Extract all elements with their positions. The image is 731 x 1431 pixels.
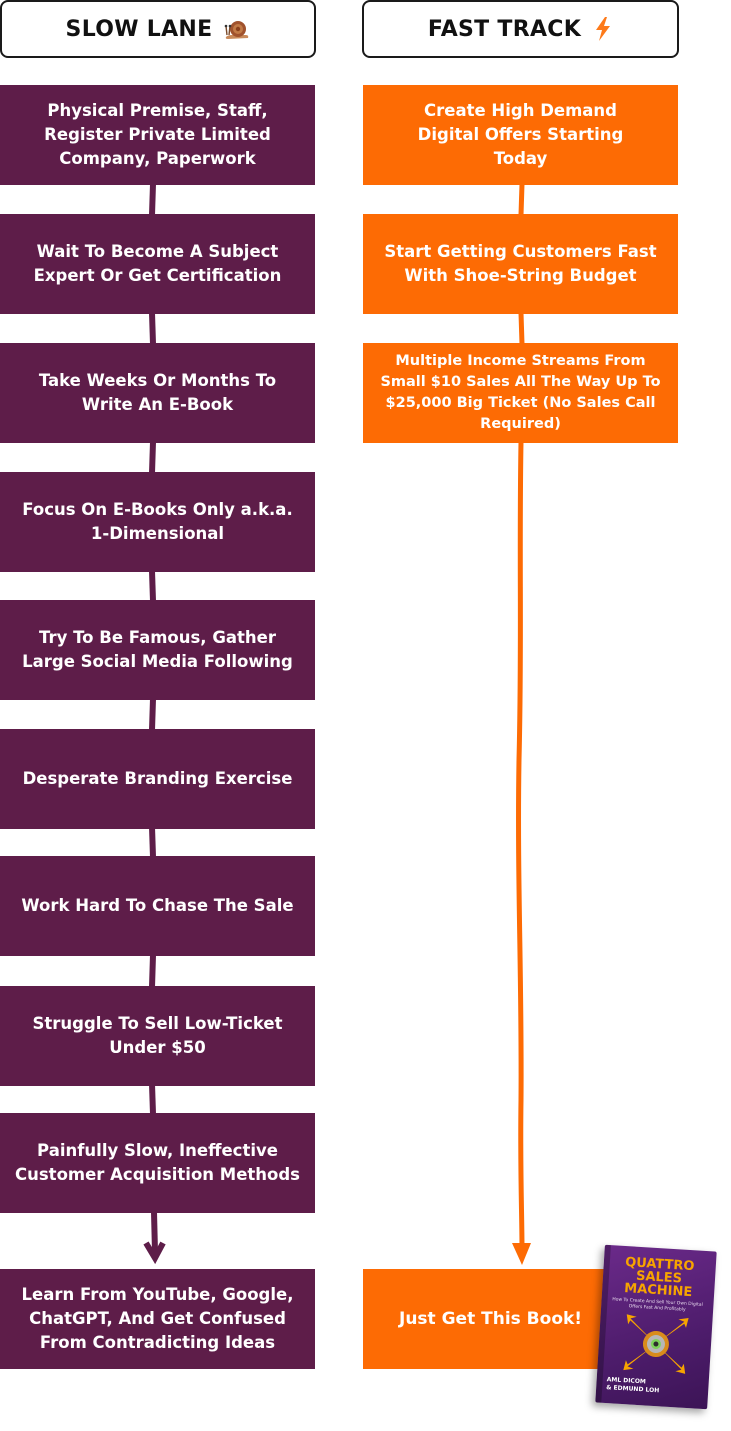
- fast-track-step-text: Create High Demand Digital Offers Starti…: [417, 101, 624, 168]
- slow-lane-step-8: Struggle To Sell Low-Ticket Under $50: [0, 986, 315, 1086]
- fast-connector-2: [518, 312, 525, 345]
- slow-lane-step-2: Wait To Become A Subject Expert Or Get C…: [0, 214, 315, 314]
- slow-lane-step-text: Focus On E-Books Only a.k.a. 1-Dimension…: [22, 500, 293, 543]
- lightning-icon: [593, 16, 613, 42]
- slow-lane-step-9: Painfully Slow, Ineffective Customer Acq…: [0, 1113, 315, 1213]
- slow-lane-step-text: Try To Be Famous, Gather Large Social Me…: [22, 628, 293, 671]
- fast-long-connector: [516, 441, 525, 1251]
- fast-track-step-text: Start Getting Customers Fast With Shoe-S…: [384, 242, 657, 285]
- slow-lane-title: SLOW LANE: [65, 16, 213, 42]
- fast-track-step-text: Multiple Income Streams From Small $10 S…: [380, 353, 661, 432]
- slow-lane-step-text: Take Weeks Or Months To Write An E-Book: [38, 371, 277, 414]
- book-authors: AML DICOM & EDMUND LOH: [606, 1376, 660, 1394]
- slow-lane-step-6: Desperate Branding Exercise: [0, 729, 315, 829]
- slow-lane-step-text: Painfully Slow, Ineffective Customer Acq…: [15, 1141, 300, 1184]
- slow-connector-6: [149, 826, 156, 858]
- fast-connector-1: [518, 183, 525, 216]
- gear-arrows-icon: [623, 1314, 689, 1374]
- snail-icon: [224, 18, 250, 40]
- slow-connector-3: [149, 441, 156, 474]
- slow-lane-step-text: Wait To Become A Subject Expert Or Get C…: [33, 242, 282, 285]
- slow-connector-8: [149, 1083, 156, 1115]
- slow-connector-4: [149, 570, 156, 602]
- slow-arrow-head: [143, 1241, 166, 1265]
- slow-lane-final-step: Learn From YouTube, Google, ChatGPT, And…: [0, 1269, 315, 1369]
- slow-lane-step-text: Learn From YouTube, Google, ChatGPT, And…: [21, 1285, 294, 1352]
- slow-lane-header: SLOW LANE: [0, 0, 316, 58]
- fast-track-step-1: Create High Demand Digital Offers Starti…: [363, 85, 678, 185]
- fast-track-title: FAST TRACK: [427, 16, 582, 42]
- fast-track-step-text: Just Get This Book!: [399, 1309, 583, 1329]
- book-title: QUATTRO SALES MACHINE: [602, 1255, 716, 1301]
- slow-lane-step-3: Take Weeks Or Months To Write An E-Book: [0, 343, 315, 443]
- fast-track-header: FAST TRACK: [362, 0, 679, 58]
- slow-lane-step-4: Focus On E-Books Only a.k.a. 1-Dimension…: [0, 472, 315, 572]
- book-cover-image: QUATTRO SALES MACHINE How To Create And …: [595, 1244, 717, 1410]
- slow-lane-step-7: Work Hard To Chase The Sale: [0, 856, 315, 956]
- slow-lane-step-text: Work Hard To Chase The Sale: [21, 896, 294, 915]
- slow-connector-7: [149, 954, 156, 988]
- slow-arrow-shaft: [151, 1211, 158, 1253]
- slow-connector-2: [149, 312, 156, 345]
- slow-connector-1: [149, 183, 156, 216]
- fast-arrow-head: [512, 1243, 531, 1265]
- fast-track-step-2: Start Getting Customers Fast With Shoe-S…: [363, 214, 678, 314]
- fast-track-step-3: Multiple Income Streams From Small $10 S…: [363, 343, 678, 443]
- slow-connector-5: [149, 698, 156, 731]
- slow-lane-step-5: Try To Be Famous, Gather Large Social Me…: [0, 600, 315, 700]
- slow-lane-step-text: Struggle To Sell Low-Ticket Under $50: [32, 1014, 283, 1057]
- slow-lane-step-text: Desperate Branding Exercise: [22, 769, 293, 788]
- slow-lane-step-text: Physical Premise, Staff, Register Privat…: [44, 101, 271, 168]
- slow-lane-step-1: Physical Premise, Staff, Register Privat…: [0, 85, 315, 185]
